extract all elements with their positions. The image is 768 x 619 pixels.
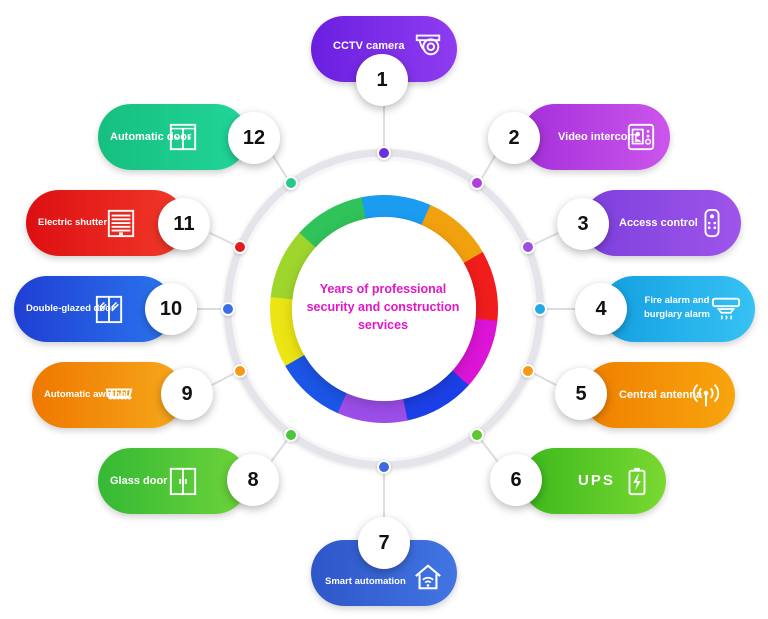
number-badge: 7 (358, 517, 410, 569)
service-label: Smart automation (325, 576, 406, 587)
orbit-dot (377, 460, 391, 474)
double-glazed-door-icon (94, 294, 124, 329)
number-badge: 6 (490, 454, 542, 506)
service-label: Electric shutter (38, 217, 108, 228)
smoke-detector-icon (711, 294, 741, 329)
service-label: Double-glazed door (26, 303, 115, 314)
orbit-dot (377, 146, 391, 160)
connector-line (481, 153, 497, 179)
service-pill-automatic-awning: Automatic awning (32, 362, 184, 428)
service-label: UPS (578, 472, 615, 489)
orbit-dot (221, 302, 235, 316)
number-badge: 10 (145, 283, 197, 335)
number-badge: 3 (557, 198, 609, 250)
connector-lines (197, 104, 575, 517)
cctv-camera-icon (413, 28, 443, 63)
automatic-door-icon (168, 122, 198, 157)
service-label: Central antenna (619, 389, 703, 401)
ring-segment (360, 195, 432, 226)
ring-segment (421, 204, 484, 265)
remote-control-icon (697, 208, 727, 243)
number-badge: 11 (158, 198, 210, 250)
service-pill-glass-door: Glass door (98, 448, 248, 514)
ring-segment (299, 197, 367, 248)
ring-segment (270, 295, 305, 366)
orbit-dot (284, 176, 298, 190)
service-label: Video intercom (558, 131, 638, 143)
number-badge: 1 (356, 54, 408, 106)
video-intercom-icon (626, 122, 656, 157)
service-label: Automatic awning (44, 389, 126, 400)
number-badge: 8 (227, 454, 279, 506)
orbit-dot (533, 302, 547, 316)
ring-segment (336, 392, 408, 423)
awning-icon (104, 380, 134, 415)
glass-door-icon (168, 466, 198, 501)
smart-home-icon (413, 562, 443, 597)
number-badge: 9 (161, 368, 213, 420)
service-label: CCTV camera (333, 40, 405, 52)
ring-segment (463, 252, 498, 323)
orbit-dot (470, 428, 484, 442)
connector-line (211, 372, 236, 386)
service-label: Fire alarm and burglary alarm (644, 295, 710, 320)
service-label: Glass door (110, 475, 168, 487)
number-badge: 5 (555, 368, 607, 420)
service-label: Access control (619, 217, 698, 229)
connector-line (480, 439, 499, 463)
connector-line (532, 232, 559, 246)
service-pill-automatic-door: Automatic door (98, 104, 248, 170)
orbit-dot (233, 240, 247, 254)
orbit-dot (521, 240, 535, 254)
ring-segment (284, 353, 347, 414)
battery-charging-icon (622, 466, 652, 501)
service-pill-ups: UPS (522, 448, 666, 514)
number-badge: 4 (575, 283, 627, 335)
antenna-signal-icon (691, 380, 721, 415)
ring-segment (401, 370, 469, 421)
connector-line (532, 372, 557, 386)
connector-line (271, 153, 288, 179)
orbit-dot (521, 364, 535, 378)
ring-segment (270, 231, 317, 300)
connector-line (270, 439, 288, 463)
center-disc (292, 217, 476, 401)
service-pill-central-antenna: Central antenna (583, 362, 735, 428)
electric-shutter-icon (106, 208, 136, 243)
number-badge: 2 (488, 112, 540, 164)
orbit-dot (233, 364, 247, 378)
number-badge: 12 (228, 112, 280, 164)
service-pill-access-control: Access control (583, 190, 741, 256)
orbit-dot (470, 176, 484, 190)
center-title: Years of professional security and const… (306, 282, 460, 332)
ring-segment (451, 318, 498, 387)
service-pill-video-intercom: Video intercom (522, 104, 670, 170)
connector-line (209, 232, 236, 246)
orbit-dot (284, 428, 298, 442)
color-ring (270, 195, 498, 423)
